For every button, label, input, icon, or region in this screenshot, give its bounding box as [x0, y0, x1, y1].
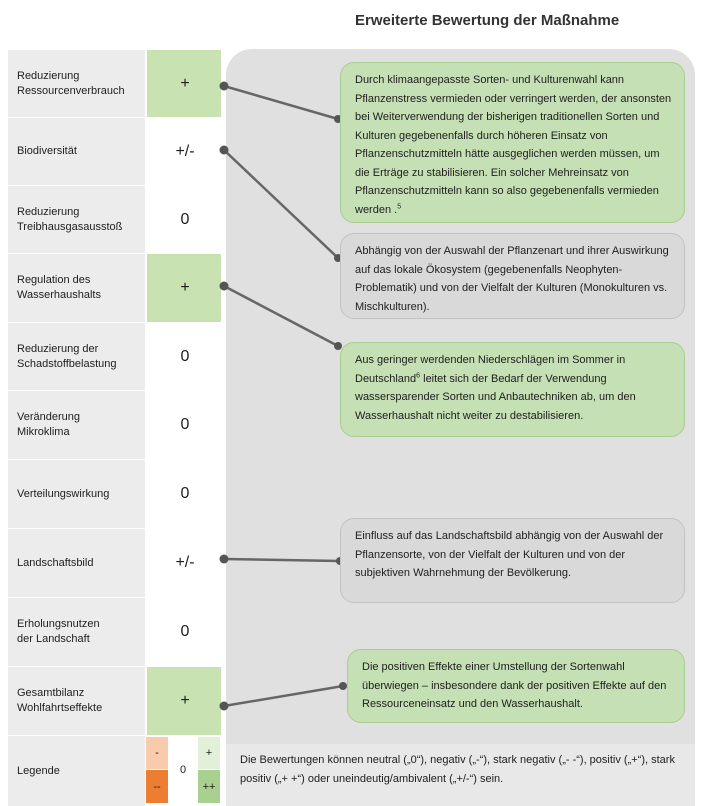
table-row: Biodiversität +/- [8, 117, 226, 185]
table-row: Landschaftsbild +/- [8, 528, 226, 597]
score-cell: + [147, 666, 223, 735]
comment-bubble-wasserhaushalt: Aus geringer werdenden Niederschlägen im… [340, 342, 685, 437]
score-cell: 0 [147, 597, 223, 666]
score-cell: +/- [147, 528, 223, 597]
connector-ressourcen [223, 84, 339, 121]
legend-label: Legende [8, 735, 145, 806]
connector-gesamtbilanz [223, 684, 344, 708]
score-cell: 0 [147, 390, 223, 459]
legend-neutral: 0 [172, 737, 194, 803]
score-cell: 0 [147, 459, 223, 528]
connector-biodiversitaet [223, 149, 339, 259]
connector-dot [219, 145, 229, 155]
comment-bubble-gesamtbilanz: Die positiven Effekte einer Umstellung d… [347, 649, 685, 723]
comment-bubble-biodiversitaet: Abhängig von der Auswahl der Pflanzenart… [340, 233, 685, 319]
connector-dot [219, 701, 229, 711]
score-cell: + [147, 49, 223, 117]
connector-dot [339, 682, 347, 690]
legend-negative: - [146, 737, 168, 769]
legend-positive: + [198, 737, 220, 769]
column-divider [221, 49, 223, 806]
connector-dot [219, 281, 229, 291]
comment-bubble-ressourcen: Durch klimaangepasste Sorten- und Kultur… [340, 62, 685, 223]
page-title: Erweiterte Bewertung der Maßnahme [355, 12, 620, 29]
score-cell: + [147, 253, 223, 322]
legend-text-background [226, 744, 695, 806]
connector-dot [219, 554, 229, 564]
connector-wasserhaushalt [223, 284, 339, 348]
criterion-label: Biodiversität [8, 117, 145, 185]
legend-text: Die Bewertungen können neutral („0“), ne… [240, 754, 675, 785]
table-row: Verteilungswirkung 0 [8, 459, 226, 528]
score-cell: +/- [147, 117, 223, 185]
connector-dot [219, 81, 229, 91]
comment-bubble-landschaftsbild: Einfluss auf das Landschaftsbild abhängi… [340, 518, 685, 603]
legend-strong-negative: -- [146, 770, 168, 803]
legend-strong-positive: ++ [198, 770, 220, 803]
criterion-label: Verteilungswirkung [8, 459, 145, 528]
score-cell: 0 [147, 322, 223, 390]
connector-dot [334, 342, 342, 350]
criterion-label: Landschaftsbild [8, 528, 145, 597]
connector-landschaftsbild [223, 557, 341, 563]
score-cell: 0 [147, 185, 223, 253]
